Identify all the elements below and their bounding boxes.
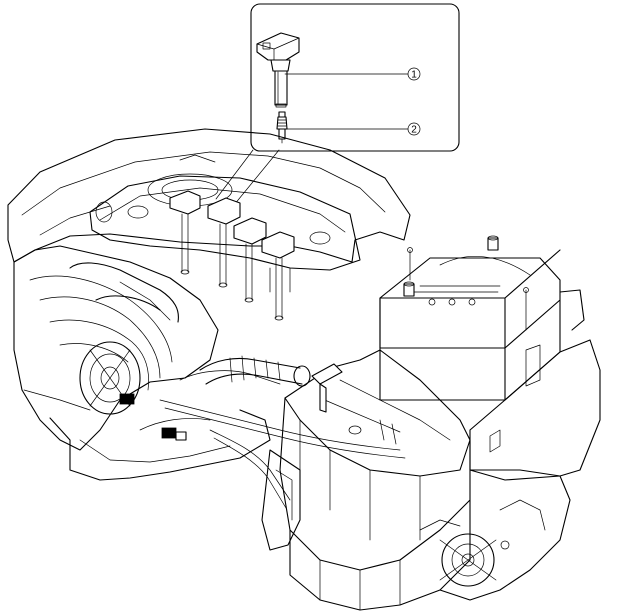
battery bbox=[379, 235, 601, 481]
battery-terminal-negative bbox=[403, 283, 415, 297]
ignition-coil-drawing bbox=[256, 32, 300, 108]
spark-plug-drawing bbox=[276, 111, 288, 144]
callout-2: 2 bbox=[407, 122, 421, 136]
inset-pointer-left bbox=[215, 149, 254, 200]
inset-frame bbox=[250, 3, 460, 152]
svg-text:2: 2 bbox=[411, 125, 417, 136]
transaxle bbox=[419, 469, 571, 601]
inset-pointer-right bbox=[233, 149, 280, 206]
battery-terminal-positive bbox=[487, 237, 499, 251]
throttle-body bbox=[79, 341, 187, 441]
detail-inset: 1 2 bbox=[250, 3, 460, 152]
air-cleaner bbox=[261, 349, 471, 611]
callout-1: 1 bbox=[407, 67, 421, 81]
engine-block bbox=[7, 128, 411, 509]
svg-text:1: 1 bbox=[411, 70, 417, 81]
intake-hose bbox=[199, 355, 311, 387]
ignition-coils-installed bbox=[169, 190, 295, 321]
intake-manifold bbox=[13, 245, 219, 451]
